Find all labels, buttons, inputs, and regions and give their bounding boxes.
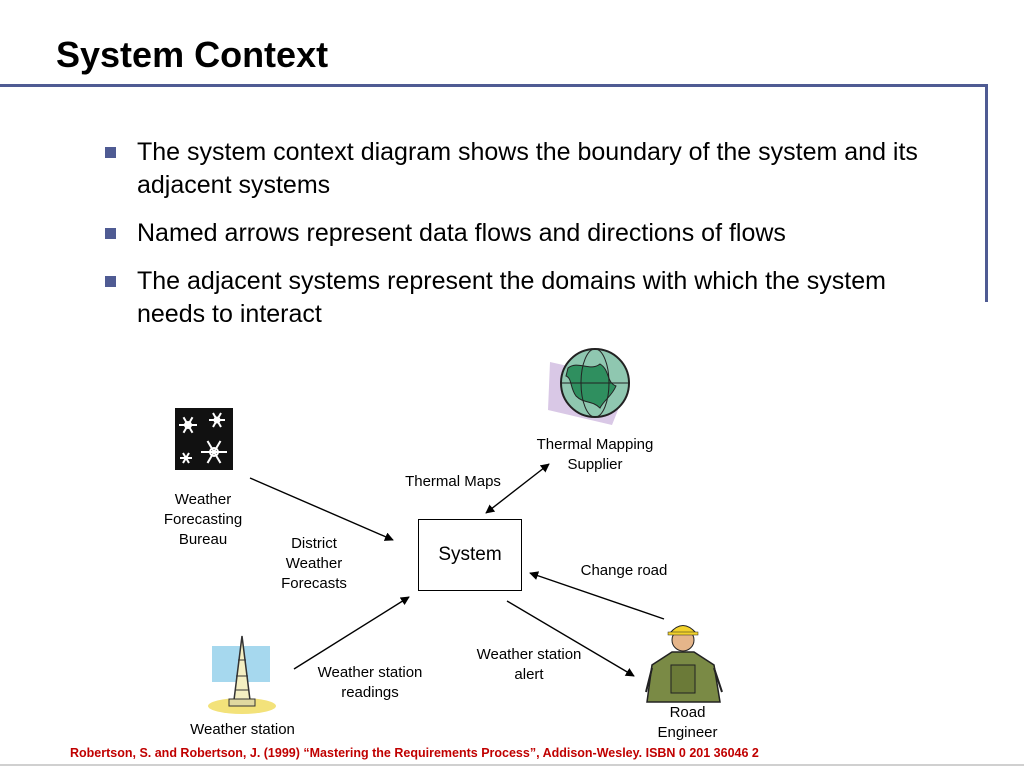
citation: Robertson, S. and Robertson, J. (1999) “…: [70, 746, 759, 760]
district-forecasts-arrow: [249, 477, 394, 541]
bullet-square-icon: [105, 228, 116, 239]
road-engineer-icon: [645, 625, 723, 703]
bullet-list: The system context diagram shows the bou…: [105, 136, 955, 346]
entity-weather-station: Weather station: [190, 721, 295, 738]
station-readings-arrow: [293, 596, 410, 670]
change-road-arrow: [529, 571, 665, 620]
system-label: System: [438, 544, 502, 565]
bullet-item: The adjacent systems represent the domai…: [105, 265, 955, 331]
frame-divider: [985, 84, 988, 302]
entity-weather-forecasting-bureau: Weather Forecasting Bureau: [163, 491, 243, 548]
bullet-square-icon: [105, 147, 116, 158]
flow-label-thermal-maps: Thermal Maps: [405, 473, 501, 490]
station-alert-arrow: [506, 600, 635, 677]
flow-label-change-road: Change road: [580, 562, 668, 579]
weather-station-tower-icon: [208, 635, 276, 714]
title-divider: [0, 84, 986, 87]
bullet-item: The system context diagram shows the bou…: [105, 136, 955, 202]
entity-road-engineer: Road Engineer: [657, 704, 718, 741]
globe-icon: [548, 348, 630, 425]
flow-label-station-alert: Weather station alert: [476, 646, 582, 683]
flow-label-station-readings: Weather station readings: [317, 664, 423, 701]
bullet-item: Named arrows represent data flows and di…: [105, 217, 955, 250]
system-box: System: [418, 519, 522, 591]
flow-label-district-forecasts: District Weather Forecasts: [281, 535, 347, 592]
snowflakes-icon: [175, 408, 233, 470]
bullet-square-icon: [105, 276, 116, 287]
entity-thermal-mapping-supplier: Thermal Mapping Supplier: [536, 436, 654, 473]
footer-divider: [0, 764, 1024, 766]
thermal-maps-arrow: [485, 463, 550, 514]
slide-title: System Context: [56, 34, 329, 75]
